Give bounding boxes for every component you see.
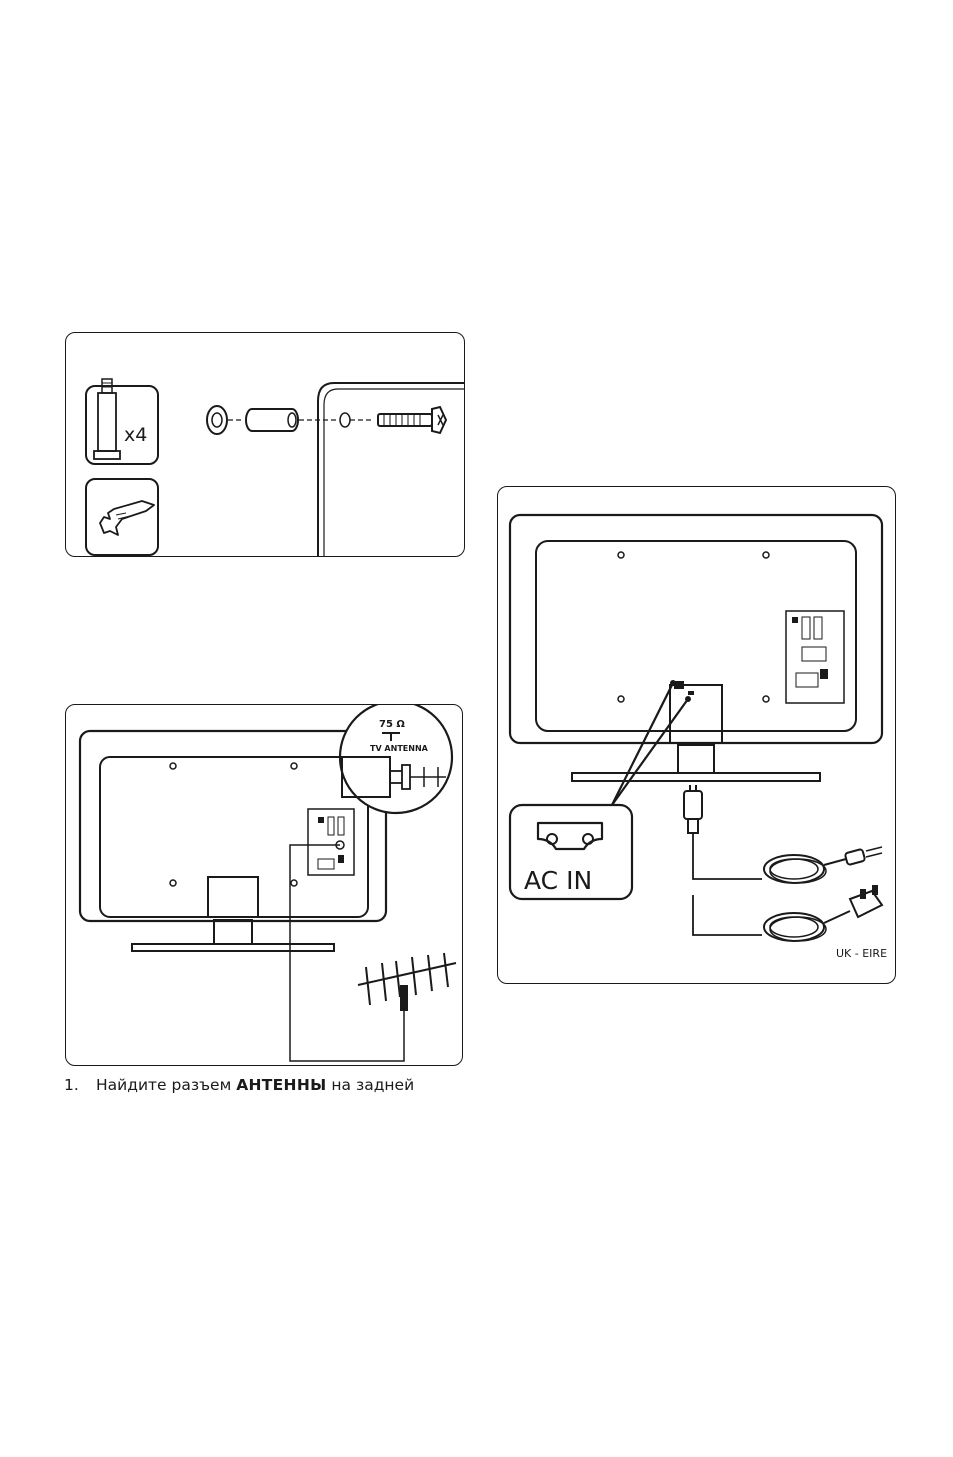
tv-back-view bbox=[510, 515, 882, 781]
ac-in-socket-icon: AC IN bbox=[510, 805, 632, 899]
tv-antenna-label: TV ANTENNA bbox=[370, 744, 429, 753]
step-number: 1. bbox=[64, 1074, 96, 1096]
wrench-icon bbox=[86, 479, 158, 555]
rooftop-antenna-icon bbox=[358, 953, 456, 1011]
mounting-hardware-drawing: x4 bbox=[66, 333, 464, 556]
antenna-connection-illustration: 75 Ω TV ANTENNA bbox=[65, 704, 463, 1066]
step-text-after: на задней bbox=[331, 1076, 414, 1094]
screw-set-icon bbox=[86, 379, 158, 464]
power-connection-illustration: AC IN bbox=[497, 486, 896, 984]
power-plug-icon bbox=[684, 785, 702, 833]
washer-icon bbox=[207, 406, 227, 434]
instruction-step-1: 1.Найдите разъем АНТЕННЫ на задней bbox=[64, 1074, 484, 1098]
spacer-icon bbox=[246, 409, 298, 431]
screw-count-label: x4 bbox=[124, 424, 147, 446]
impedance-label: 75 Ω bbox=[379, 719, 405, 730]
mounting-hardware-illustration: x4 bbox=[65, 332, 465, 557]
region-label: UK - EIRE bbox=[836, 947, 887, 960]
ac-in-label: AC IN bbox=[524, 866, 592, 895]
antenna-socket-zoom: 75 Ω TV ANTENNA bbox=[340, 705, 452, 813]
antenna-connection-drawing: 75 Ω TV ANTENNA bbox=[66, 705, 462, 1065]
uk-power-cord-icon bbox=[764, 885, 882, 941]
step-text-bold: АНТЕННЫ bbox=[236, 1076, 326, 1094]
power-connection-drawing: AC IN bbox=[498, 487, 895, 983]
mounting-screw-icon bbox=[378, 407, 446, 433]
step-text-before: Найдите разъем bbox=[96, 1076, 231, 1094]
eu-power-cord-icon bbox=[764, 847, 882, 883]
